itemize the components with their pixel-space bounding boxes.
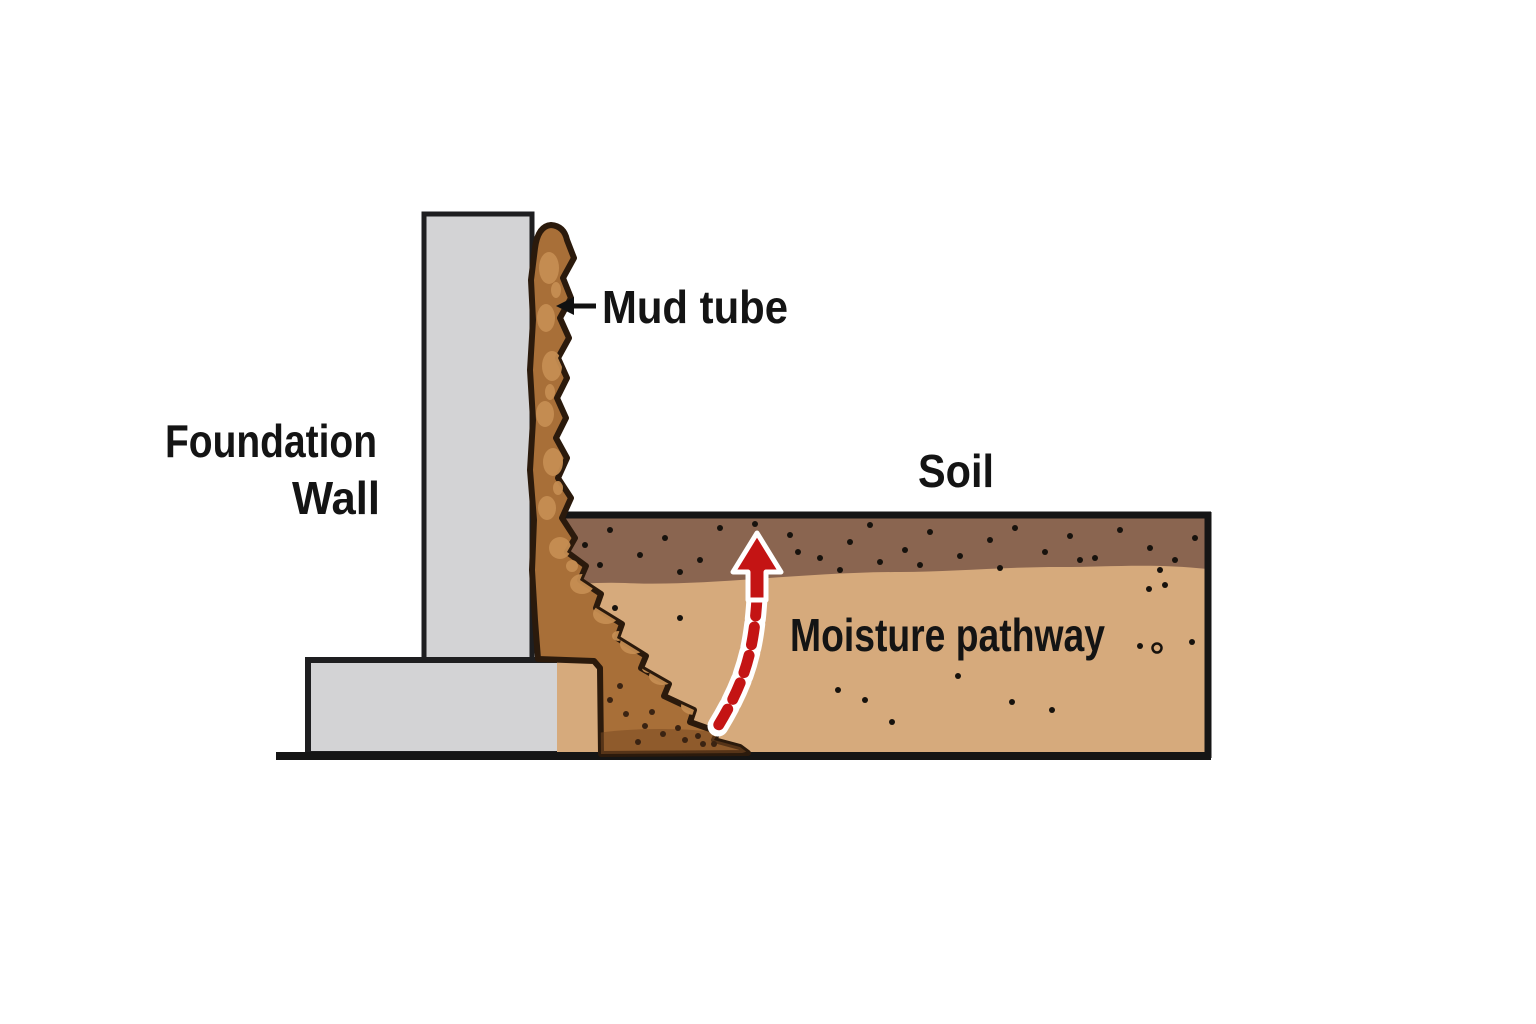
speckle-dot xyxy=(617,683,623,689)
speckle-dot xyxy=(847,539,853,545)
speckle-dot xyxy=(1009,699,1015,705)
mud-texture-patch xyxy=(537,304,555,332)
foundation-wall-label-line1: Foundation xyxy=(165,415,377,467)
speckle-dot xyxy=(795,549,801,555)
speckle-dot xyxy=(1067,533,1073,539)
speckle-dot xyxy=(752,521,758,527)
topsoil-layer xyxy=(557,515,1208,586)
topsoil-speckles xyxy=(582,521,1198,575)
speckle-dot xyxy=(695,733,701,739)
speckle-dot xyxy=(697,557,703,563)
speckle-dot xyxy=(1077,557,1083,563)
speckle-dot xyxy=(1092,555,1098,561)
speckle-dot xyxy=(700,741,706,747)
speckle-dot xyxy=(877,559,883,565)
speckle-dot xyxy=(1192,535,1198,541)
speckle-dot xyxy=(642,723,648,729)
mud-tube-label: Mud tube xyxy=(602,281,788,333)
mud-texture-patch xyxy=(551,282,561,298)
speckle-dot xyxy=(927,529,933,535)
speckle-dot xyxy=(717,525,723,531)
speckle-dot xyxy=(675,725,681,731)
speckle-dot xyxy=(997,565,1003,571)
speckle-dot xyxy=(955,673,961,679)
mud-texture-patch xyxy=(565,729,748,754)
speckle-dot xyxy=(837,567,843,573)
mud-texture-patch xyxy=(545,384,555,400)
speckle-dot xyxy=(1157,567,1163,573)
speckle-dot xyxy=(1137,643,1143,649)
speckle-dot xyxy=(1012,525,1018,531)
speckle-dot xyxy=(612,605,618,611)
moisture-arrow xyxy=(707,530,784,737)
speckle-dot xyxy=(1162,582,1168,588)
speckle-dot xyxy=(637,552,643,558)
speckle-dot xyxy=(889,719,895,725)
foundation-wall-shape xyxy=(421,211,535,667)
speckle-dot xyxy=(987,537,993,543)
mud-texture-patch xyxy=(543,448,563,476)
speckle-dot xyxy=(862,697,868,703)
mud-texture-patch xyxy=(553,481,563,495)
speckle-dot xyxy=(607,697,613,703)
speckle-dot xyxy=(867,522,873,528)
speckle-dot xyxy=(582,542,588,548)
speckle-dot xyxy=(1049,707,1055,713)
speckle-dot xyxy=(917,562,923,568)
speckle-dot xyxy=(1172,557,1178,563)
speckle-dot xyxy=(1146,586,1152,592)
mud-tube-texture xyxy=(536,252,748,754)
foundation-wall-label-line2: Wall xyxy=(292,472,380,524)
mud-tube-pointer xyxy=(556,297,596,315)
mud-texture-patch xyxy=(542,351,562,381)
speckle-dot xyxy=(682,737,688,743)
speckle-dot xyxy=(957,553,963,559)
mud-tube-shape xyxy=(527,222,751,757)
mud-texture-patch xyxy=(539,252,559,284)
speckle-dot xyxy=(623,711,629,717)
speckle-dot xyxy=(902,547,908,553)
speckle-dot xyxy=(1151,642,1163,654)
mud-texture-patch xyxy=(538,496,556,520)
footing-shape xyxy=(305,657,600,757)
speckle-dot xyxy=(607,527,613,533)
speckle-dot xyxy=(787,532,793,538)
speckle-dot xyxy=(711,741,717,747)
speckle-dot xyxy=(1042,549,1048,555)
speckle-dot xyxy=(1189,639,1195,645)
mud-tube-pointer-arrowhead-icon xyxy=(556,297,574,315)
speckle-dot xyxy=(1117,527,1123,533)
mud-texture-patch xyxy=(549,537,571,559)
speckle-dot xyxy=(817,555,823,561)
speckle-dot xyxy=(597,562,603,568)
speckle-dot xyxy=(660,731,666,737)
speckle-dot xyxy=(649,709,655,715)
speckle-dot xyxy=(1147,545,1153,551)
speckle-dot xyxy=(635,739,641,745)
speckle-dot xyxy=(835,687,841,693)
mud-texture-patch xyxy=(536,401,554,427)
speckle-dot xyxy=(662,535,668,541)
speckle-dot xyxy=(677,615,683,621)
speckle-dot xyxy=(677,569,683,575)
moisture-arrow-head xyxy=(730,530,784,603)
mud-texture-patch xyxy=(566,560,578,572)
soil-label: Soil xyxy=(918,445,994,497)
moisture-arrow-tail xyxy=(712,592,763,732)
moisture-pathway-label: Moisture pathway xyxy=(790,609,1105,661)
